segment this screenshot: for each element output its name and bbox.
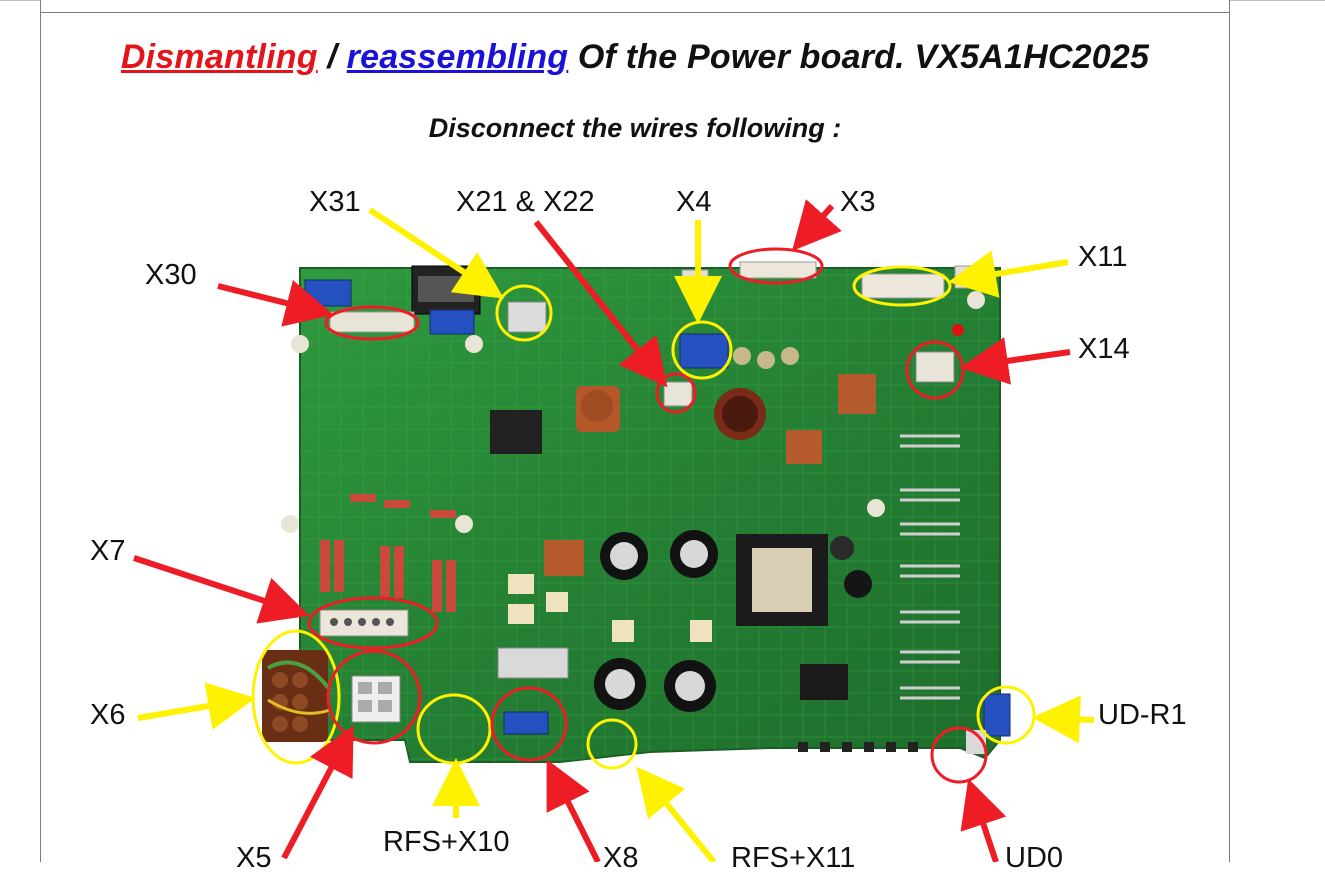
arrow-x6: [137, 682, 256, 730]
arrow-x7: [133, 555, 310, 624]
highlight-x3: [728, 247, 824, 285]
arrow-x11: [948, 250, 1069, 298]
label-x3: X3: [840, 186, 876, 218]
arrow-udr1: [1032, 695, 1095, 744]
title-separator: /: [317, 38, 347, 76]
label-x5: X5: [236, 842, 272, 874]
highlight-x4: [671, 320, 733, 380]
arrow-x5: [281, 725, 354, 860]
highlight-ud0: [930, 726, 988, 784]
label-rfs-x10: RFS+X10: [383, 826, 510, 858]
highlight-x8: [490, 686, 568, 762]
arrow-x8: [546, 759, 601, 862]
label-x30: X30: [145, 259, 197, 291]
label-rfs-x11: RFS+X11: [731, 842, 856, 874]
highlight-x11: [852, 265, 952, 307]
label-x31: X31: [309, 186, 361, 218]
label-x4: X4: [676, 186, 712, 218]
highlight-x5: [326, 649, 422, 745]
highlight-udr1: [976, 685, 1036, 745]
arrow-x21-x22: [533, 220, 668, 388]
highlight-x31: [495, 284, 553, 342]
page-subtitle: Disconnect the wires following :: [428, 113, 842, 143]
highlight-x7: [307, 596, 439, 650]
title-dismantling: Dismantling: [120, 38, 318, 76]
label-x7: X7: [90, 535, 126, 567]
highlight-x6: [251, 629, 341, 765]
page-border-left: [40, 0, 41, 862]
label-udr1: UD-R1: [1098, 699, 1187, 731]
page-border-right: [1229, 0, 1230, 862]
highlight-rfs-x11: [586, 718, 638, 770]
label-x11: X11: [1078, 241, 1128, 273]
arrow-x14: [960, 337, 1071, 385]
highlight-x30: [324, 305, 420, 341]
page-edge-rule: [0, 0, 40, 1]
label-x21-x22: X21 & X22: [456, 186, 595, 218]
arrow-x3: [792, 199, 842, 251]
title-reassembling: reassembling: [346, 38, 569, 76]
page-edge-rule: [1229, 0, 1325, 1]
highlight-x14: [905, 340, 965, 400]
highlight-rfs-x10: [416, 693, 492, 765]
arrow-rfs-x11: [636, 766, 717, 862]
label-x14: X14: [1078, 333, 1130, 365]
highlight-x21-x22: [655, 372, 697, 414]
page-border: [40, 12, 1230, 13]
arrow-x30: [217, 279, 334, 327]
label-x8: X8: [603, 842, 639, 874]
arrow-ud0: [960, 778, 1007, 862]
title-rest: Of the Power board. VX5A1HC2025: [568, 38, 1150, 76]
page-title: Dismantling / reassembling Of the Power …: [40, 38, 1230, 77]
arrow-x31: [368, 207, 505, 299]
label-x6: X6: [90, 699, 126, 731]
label-ud0: UD0: [1005, 842, 1064, 874]
